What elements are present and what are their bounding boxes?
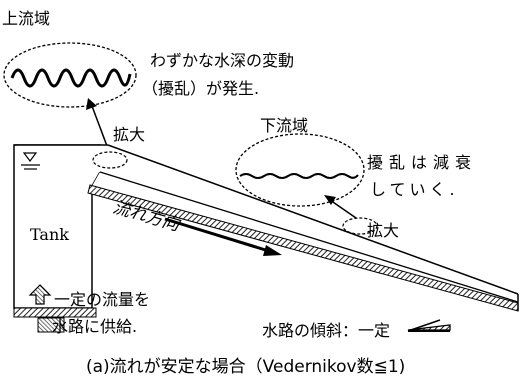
slope-angle-icon: [407, 319, 451, 332]
downstream-zoom-ellipse: [235, 133, 365, 207]
downstream-wave: [239, 173, 359, 179]
slope-label: 水路の傾斜：一定: [262, 321, 390, 340]
supply-label-line1: 一定の流量を: [54, 290, 150, 309]
zoom-downstream-arrow: [324, 195, 357, 219]
upstream-description-line1: わずかな水深の変動: [150, 51, 294, 70]
upstream-description-line2: （擾乱）が発生.: [142, 79, 259, 98]
downstream-description-line1: 擾乱は減衰: [367, 153, 477, 172]
downstream-title: 下流域: [260, 116, 308, 135]
zoom-upstream-label: 拡大: [113, 125, 145, 144]
up-arrow-icon: [28, 284, 52, 305]
water-surface-symbol-icon: [21, 152, 40, 170]
flow-direction-arrow: [164, 217, 282, 256]
supply-label-line2: 水路に供給.: [52, 317, 137, 336]
figure-caption: (a)流れが安定な場合（Vedernikov数≦1): [86, 357, 405, 377]
zoom-downstream-label: 拡大: [367, 221, 399, 240]
upstream-title: 上流域: [2, 9, 50, 28]
downstream-description-line2: していく.: [370, 180, 459, 199]
tank-label: Tank: [30, 225, 69, 244]
upstream-wave: [10, 68, 132, 88]
downstream-zoom-marker: [342, 217, 378, 235]
upstream-zoom-marker: [92, 151, 128, 169]
supply-pipe: [37, 317, 65, 333]
channel: [14, 144, 519, 312]
upstream-zoom-ellipse: [3, 42, 137, 108]
